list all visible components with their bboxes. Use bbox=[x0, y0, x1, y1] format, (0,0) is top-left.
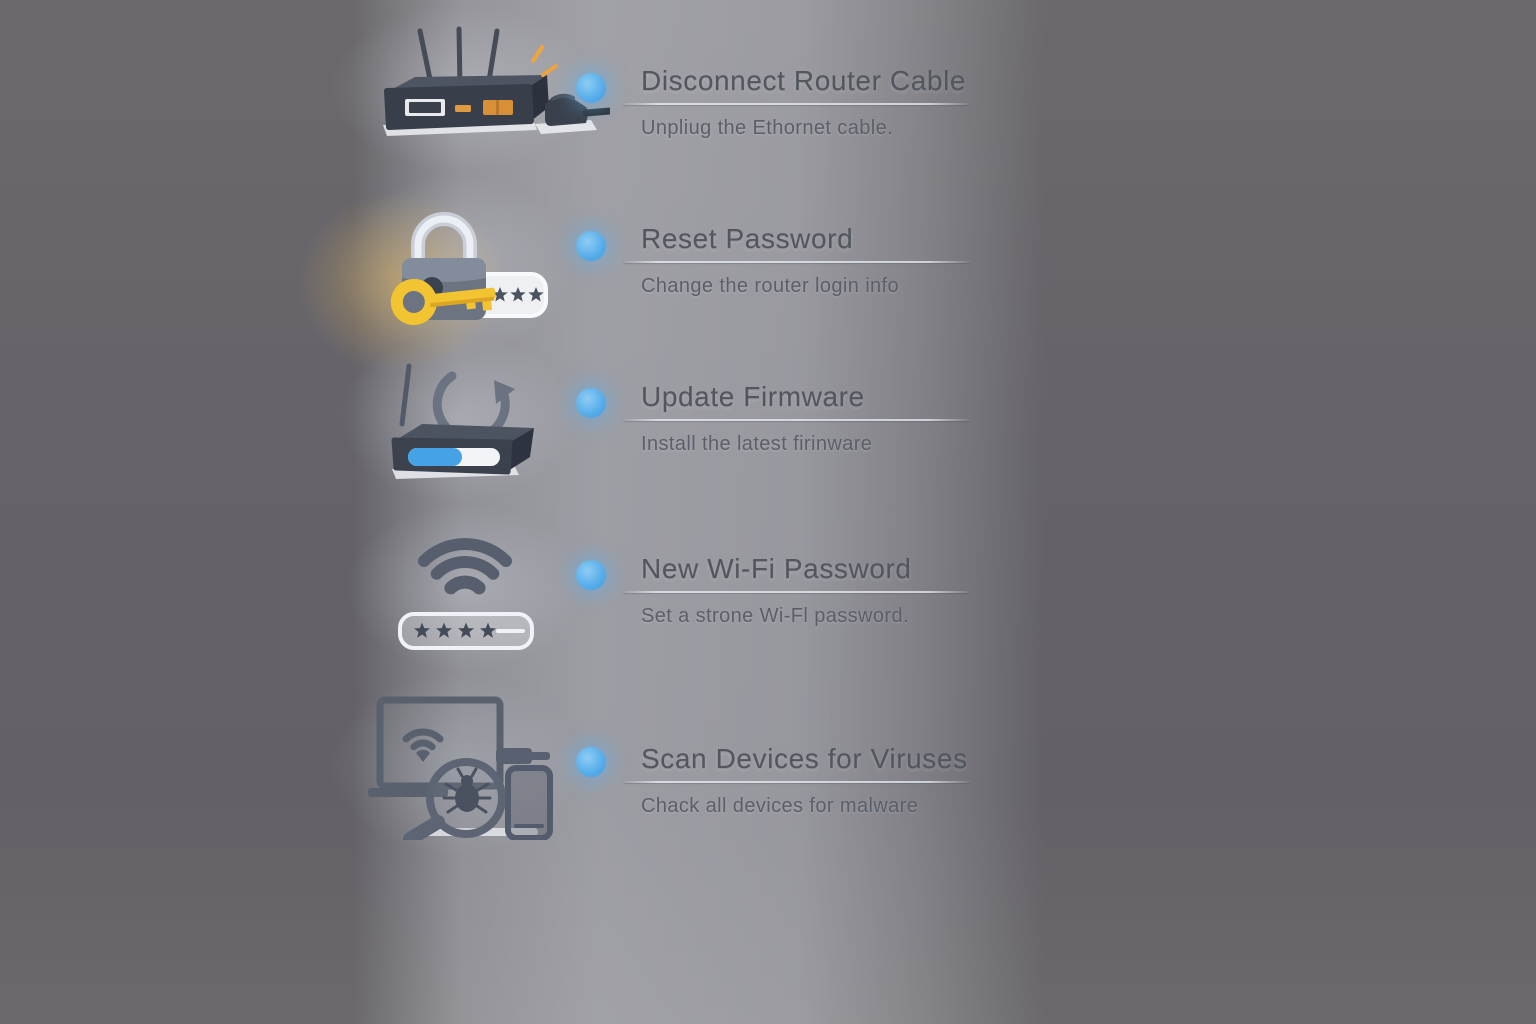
step-bullet-dot bbox=[576, 73, 606, 103]
router-firmware-refresh-icon bbox=[382, 360, 537, 480]
step-content: New Wi-Fi Password Set a strone Wi-Fl pa… bbox=[623, 552, 973, 628]
step-bullet-dot bbox=[576, 231, 606, 261]
step-update-firmware: Update Firmware Install the latest firin… bbox=[0, 350, 1536, 520]
step-separator-line bbox=[623, 103, 970, 105]
step-separator-line bbox=[623, 419, 970, 421]
step-separator-line bbox=[623, 261, 970, 263]
step-subtitle: Install the latest firinware bbox=[641, 433, 873, 455]
step-disconnect-router-cable: Disconnect Router Cable Unpliug the Etho… bbox=[0, 20, 1536, 190]
step-content: Disconnect Router Cable Unpliug the Etho… bbox=[623, 64, 973, 140]
step-separator-line bbox=[623, 781, 970, 783]
step-content: Reset Password Change the router login i… bbox=[623, 222, 973, 298]
step-reset-password: Reset Password Change the router login i… bbox=[0, 185, 1536, 355]
padlock-key-password-icon bbox=[378, 198, 548, 333]
step-bullet-dot bbox=[576, 747, 606, 777]
wifi-password-icon bbox=[392, 528, 542, 650]
step-subtitle: Set a strone Wi-Fl password. bbox=[641, 605, 909, 627]
step-bullet-dot bbox=[576, 388, 606, 418]
device-malware-scan-icon bbox=[368, 692, 553, 840]
step-scan-devices-for-viruses: Scan Devices for Viruses Chack all devic… bbox=[0, 690, 1536, 860]
step-new-wifi-password: New Wi-Fi Password Set a strone Wi-Fl pa… bbox=[0, 520, 1536, 690]
step-subtitle: Unpliug the Ethornet cable. bbox=[641, 117, 894, 139]
step-title: Update Firmware bbox=[641, 381, 865, 412]
step-content: Scan Devices for Viruses Chack all devic… bbox=[623, 742, 973, 818]
step-separator-line bbox=[623, 591, 970, 593]
router-unplugged-icon bbox=[375, 25, 610, 145]
step-bullet-dot bbox=[576, 560, 606, 590]
step-subtitle: Change the router login info bbox=[641, 275, 900, 297]
step-title: Disconnect Router Cable bbox=[641, 65, 967, 96]
step-subtitle: Chack all devices for malware bbox=[641, 795, 919, 817]
step-title: Scan Devices for Viruses bbox=[641, 743, 968, 774]
step-title: Reset Password bbox=[641, 223, 854, 254]
step-title: New Wi-Fi Password bbox=[641, 553, 912, 584]
step-content: Update Firmware Install the latest firin… bbox=[623, 380, 973, 456]
